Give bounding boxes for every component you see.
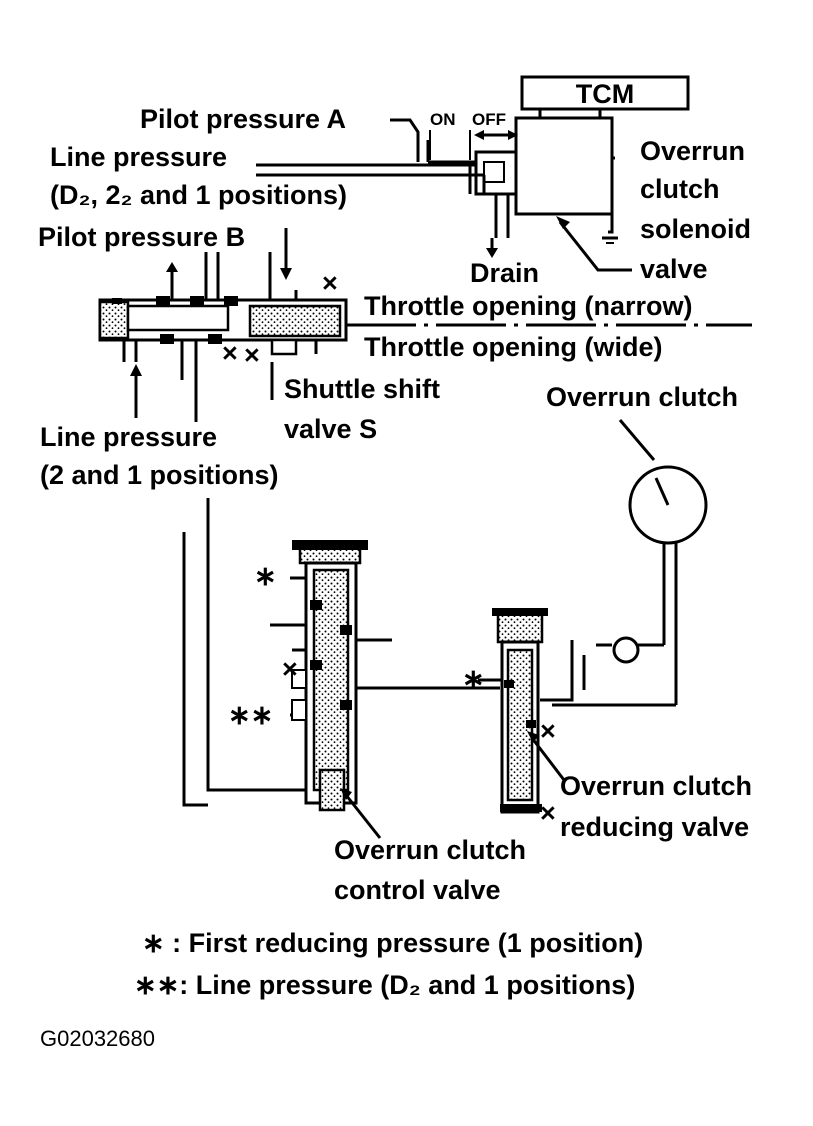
solenoid-label-3: solenoid [640,214,751,244]
throttle-narrow-label: Throttle opening (narrow) [364,291,692,321]
control-valve-label-1: Overrun clutch [334,835,526,865]
off-label: OFF [472,110,506,129]
pilot-pressure-a-label: Pilot pressure A [140,104,346,134]
control-port-star: ∗ [254,561,277,591]
overrun-clutch-gauge [618,419,708,705]
reducing-port-star: ∗ [462,664,485,694]
shuttle-blocked-mark-2: × [244,340,260,370]
line-pressure-top-label: Line pressure [50,142,227,172]
check-valve [540,636,676,707]
tcm-label: TCM [576,79,634,109]
throttle-wide-label: Throttle opening (wide) [364,332,662,362]
on-label: ON [430,110,456,129]
reducing-valve-label-2: reducing valve [560,812,749,842]
legend-line-2: ∗∗: Line pressure (D₂ and 1 positions) [134,970,635,1000]
solenoid-leader [556,216,632,272]
control-port-double-star: ∗∗ [228,700,273,730]
pilot-pressure-a-line [390,118,476,164]
on-off-switch: ON OFF [429,110,518,160]
solenoid-label-4: valve [640,254,708,284]
solenoid-label-2: clutch [640,174,720,204]
shuttle-to-control-line [182,380,320,807]
shuttle-blocked-mark-1: × [222,338,238,368]
control-blocked-mark: × [282,654,298,684]
drain-label: Drain [470,258,539,288]
overrun-clutch-solenoid-valve [474,116,618,244]
legend-line-1: ∗ : First reducing pressure (1 position) [142,928,643,958]
line-pressure-top-positions: (D₂, 2₂ and 1 positions) [50,180,347,210]
reducing-blocked-mark-1: × [540,716,556,746]
shuttle-shift-valve: × × × [98,228,348,380]
line-pressure-left-label: Line pressure [40,422,217,452]
overrun-clutch-control-valve: ∗ × ∗∗ [228,540,500,839]
shuttle-top-blocked-mark: × [322,268,338,298]
reducing-valve-label-1: Overrun clutch [560,771,752,801]
shuttle-label-1: Shuttle shift [284,374,440,404]
line-pressure-left-arrow [130,364,142,418]
line-pressure-top-line [256,163,486,194]
overrun-clutch-label: Overrun clutch [546,382,738,412]
overrun-clutch-reducing-valve: ∗ × × [462,608,566,828]
drain-arrow [486,238,498,258]
tcm-box: TCM [520,75,690,111]
reducing-blocked-mark-2: × [540,798,556,828]
pilot-pressure-b-label: Pilot pressure B [38,222,245,252]
shuttle-label-2: valve S [284,414,377,444]
line-pressure-left-positions: (2 and 1 positions) [40,460,279,490]
control-valve-label-2: control valve [334,875,501,905]
figure-code: G02032680 [40,1026,155,1051]
solenoid-label-1: Overrun [640,136,745,166]
